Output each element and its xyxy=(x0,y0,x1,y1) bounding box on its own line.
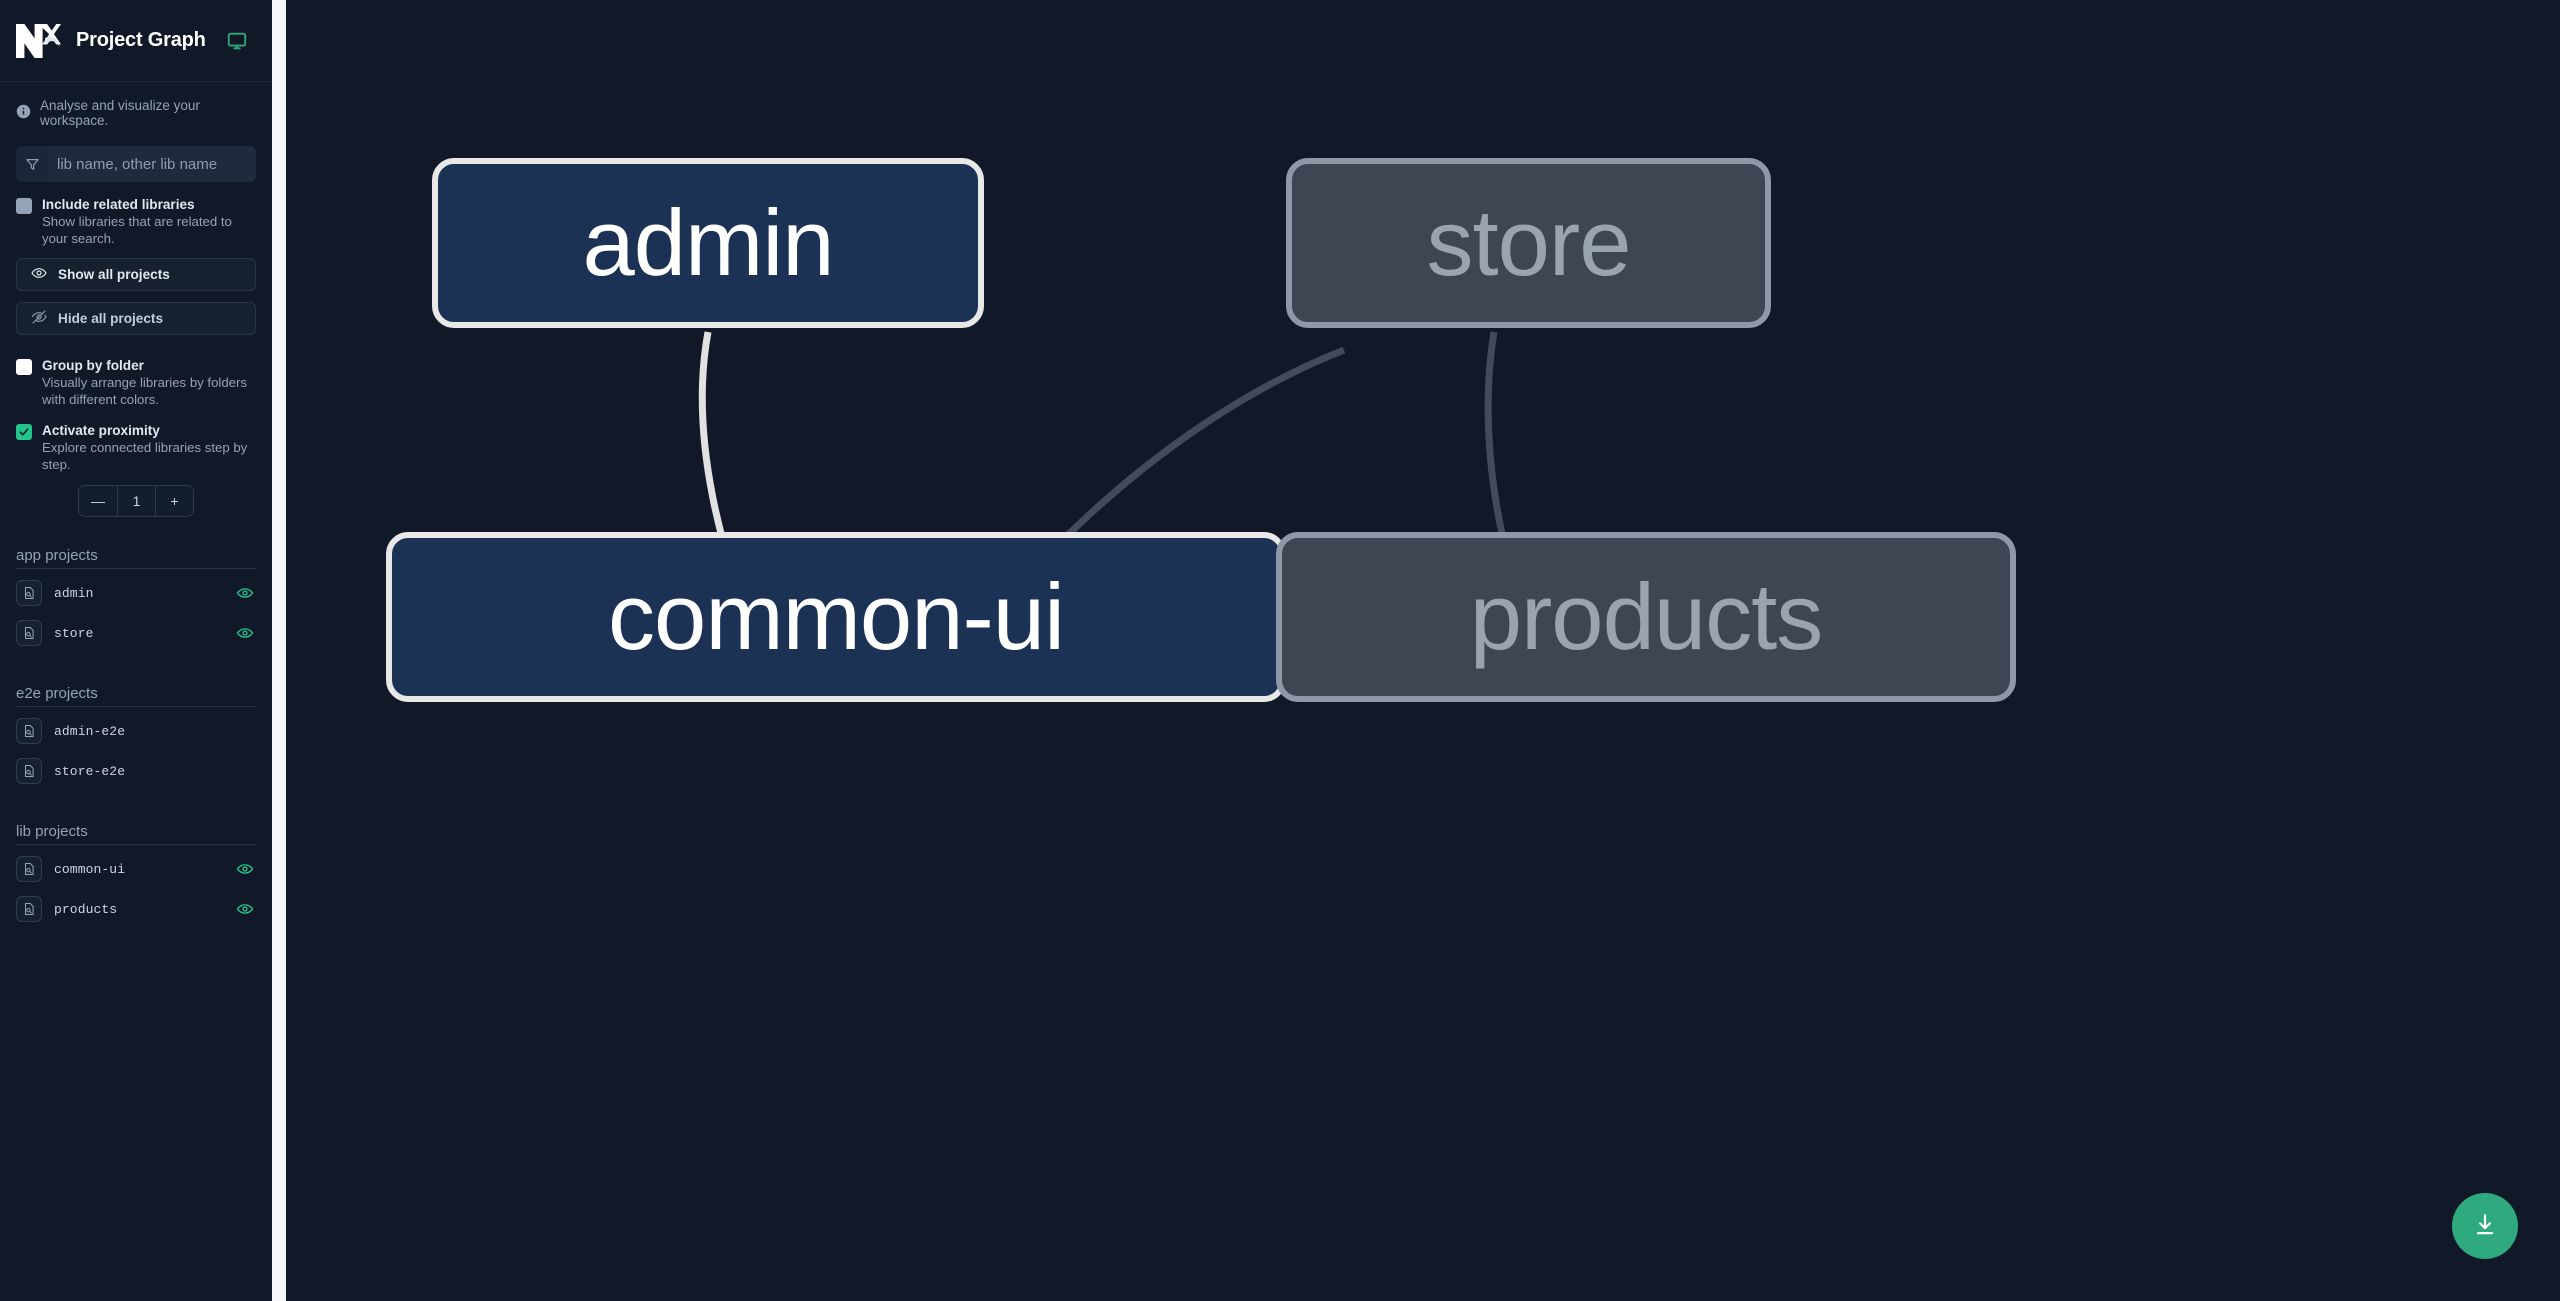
tagline: Analyse and visualize your workspace. xyxy=(0,82,272,138)
proximity-increment-button[interactable]: + xyxy=(155,486,193,516)
project-row-admin-e2e[interactable]: admin-e2e xyxy=(16,711,256,751)
project-name: store xyxy=(54,625,94,641)
project-name: store-e2e xyxy=(54,763,126,779)
project-name: common-ui xyxy=(54,861,126,877)
tagline-text: Analyse and visualize your workspace. xyxy=(40,98,200,128)
show-all-projects-button[interactable]: Show all projects xyxy=(16,258,256,291)
checkbox-group-by-folder[interactable] xyxy=(16,359,32,375)
project-name: admin xyxy=(54,585,94,601)
project-file-icon xyxy=(16,580,42,606)
graph-node-common-ui[interactable]: common-ui xyxy=(386,532,1286,702)
group-title-e2e-projects: e2e projects xyxy=(16,685,256,707)
project-row-common-ui[interactable]: common-ui xyxy=(16,849,256,889)
option-label: Activate proximity xyxy=(42,423,160,438)
eye-icon xyxy=(31,265,47,284)
checkbox-include-related-libraries[interactable] xyxy=(16,198,32,214)
option-description: Show libraries that are related to your … xyxy=(42,214,232,246)
monitor-icon[interactable] xyxy=(220,30,248,52)
project-visibility-toggle[interactable] xyxy=(234,622,256,644)
option-label: Group by folder xyxy=(42,358,144,373)
graph-node-admin[interactable]: admin xyxy=(432,158,984,328)
graph-node-label: store xyxy=(1426,190,1632,295)
graph-node-label: admin xyxy=(582,190,834,295)
download-button[interactable] xyxy=(2452,1193,2518,1259)
option-label: Include related libraries xyxy=(42,197,195,212)
group-title-app-projects: app projects xyxy=(16,547,256,569)
option-activate-proximity[interactable]: Activate proximity Explore connected lib… xyxy=(16,422,256,473)
project-name: admin-e2e xyxy=(54,723,126,739)
search-bar[interactable] xyxy=(16,146,256,182)
graph-node-label: products xyxy=(1469,564,1824,669)
project-visibility-toggle[interactable] xyxy=(234,582,256,604)
project-row-store[interactable]: store xyxy=(16,613,256,653)
project-row-products[interactable]: products xyxy=(16,889,256,929)
project-name: products xyxy=(54,901,118,917)
info-icon xyxy=(16,104,31,122)
project-row-store-e2e[interactable]: store-e2e xyxy=(16,751,256,791)
option-include-related-libraries[interactable]: Include related libraries Show libraries… xyxy=(16,196,256,247)
option-group-by-folder[interactable]: Group by folder Visually arrange librari… xyxy=(16,357,256,408)
graph-node-store[interactable]: store xyxy=(1286,158,1771,328)
show-all-projects-label: Show all projects xyxy=(58,267,170,282)
project-file-icon xyxy=(16,896,42,922)
project-file-icon xyxy=(16,758,42,784)
checkbox-activate-proximity[interactable] xyxy=(16,424,32,440)
sidebar: Project Graph Analyse and visualize your… xyxy=(0,0,272,1301)
graph-node-label: common-ui xyxy=(608,564,1065,669)
eye-off-icon xyxy=(31,309,47,328)
nx-logo-icon xyxy=(14,18,62,64)
hide-all-projects-label: Hide all projects xyxy=(58,311,164,326)
project-list: app projects admin xyxy=(0,547,272,929)
project-file-icon xyxy=(16,620,42,646)
project-row-admin[interactable]: admin xyxy=(16,573,256,613)
page-title: Project Graph xyxy=(76,29,206,51)
proximity-decrement-button[interactable]: — xyxy=(79,486,117,516)
proximity-stepper[interactable]: — 1 + xyxy=(78,485,194,517)
sidebar-header: Project Graph xyxy=(0,0,272,82)
project-visibility-toggle[interactable] xyxy=(234,858,256,880)
graph-node-products[interactable]: products xyxy=(1276,532,2016,702)
group-title-lib-projects: lib projects xyxy=(16,823,256,845)
graph-canvas[interactable]: admin store common-ui products xyxy=(286,0,2560,1301)
proximity-value: 1 xyxy=(117,486,155,516)
sidebar-controls: Include related libraries Show libraries… xyxy=(0,138,272,517)
download-icon xyxy=(2472,1212,2498,1241)
project-file-icon xyxy=(16,856,42,882)
project-visibility-toggle[interactable] xyxy=(234,898,256,920)
funnel-icon xyxy=(16,146,49,182)
hide-all-projects-button[interactable]: Hide all projects xyxy=(16,302,256,335)
project-file-icon xyxy=(16,718,42,744)
search-input[interactable] xyxy=(49,146,256,182)
option-description: Explore connected libraries step by step… xyxy=(42,440,248,472)
sidebar-resize-handle[interactable] xyxy=(272,0,286,1301)
option-description: Visually arrange libraries by folders wi… xyxy=(42,375,247,407)
